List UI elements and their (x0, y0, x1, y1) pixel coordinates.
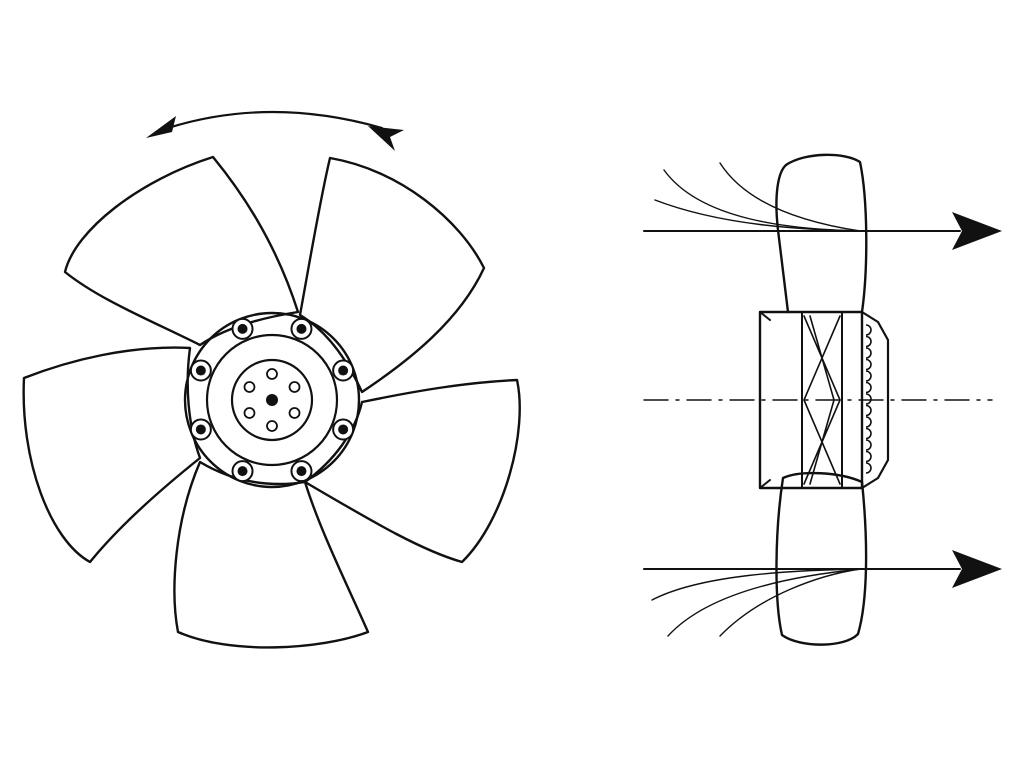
motor-fin-loops (865, 324, 872, 474)
hub-bolt (231, 460, 254, 483)
motor-fin (865, 358, 872, 371)
fan-front-view (22, 110, 521, 649)
motor-body (758, 310, 890, 490)
shaft-center-dot (266, 394, 278, 406)
fan-blade-left (22, 346, 202, 564)
rotation-arrow (146, 110, 404, 151)
fan-blades (22, 155, 521, 649)
hub-bolt (290, 317, 313, 340)
hub-center-plate (230, 358, 314, 442)
motor-fin (865, 416, 872, 428)
hub-bolt (332, 418, 355, 441)
motor-fin (865, 404, 872, 417)
hub-bolts (189, 317, 355, 483)
fan-side-view (643, 153, 1002, 646)
hub-bolt (332, 359, 355, 382)
hub-bolt (290, 460, 313, 483)
rotation-arrow-tail (368, 126, 404, 151)
airflow-arrow-lower (952, 550, 1002, 588)
center-hole (243, 381, 256, 393)
fan-blade-upper-left (63, 155, 300, 347)
fan-hub (183, 311, 361, 489)
hub-inner-ring (205, 333, 339, 467)
center-hole (266, 420, 278, 432)
center-holes (243, 368, 301, 432)
motor-fin (865, 450, 872, 463)
motor-fin (865, 324, 872, 336)
airflow-arrow-upper (952, 212, 1002, 250)
airflow-upper (643, 162, 1002, 250)
motor-fin (865, 439, 872, 451)
hub-bolt (189, 359, 212, 382)
motor-fin (865, 427, 872, 440)
center-hole (266, 368, 278, 380)
motor-fin (865, 393, 872, 405)
center-hole (288, 381, 301, 393)
rotation-arrow-head (146, 116, 176, 138)
hub-bolt (189, 418, 212, 441)
motor-fin (865, 370, 872, 382)
motor-fin (865, 347, 872, 359)
fan-blade-bottom (173, 460, 370, 649)
fan-blade-upper-right (298, 156, 486, 394)
blade-profile-upper (775, 153, 868, 314)
center-hole (243, 407, 256, 419)
motor-fin (865, 335, 872, 348)
center-hole (288, 407, 301, 419)
motor-fin (865, 462, 872, 474)
hub-bolt (231, 317, 254, 340)
hub-outer-ring (183, 311, 361, 489)
airflow-lower (643, 550, 1002, 637)
fan-blade-right (303, 378, 521, 564)
motor-fin (865, 381, 872, 394)
motor-cooling-fins (860, 310, 890, 490)
blade-profile-lower (775, 471, 868, 646)
